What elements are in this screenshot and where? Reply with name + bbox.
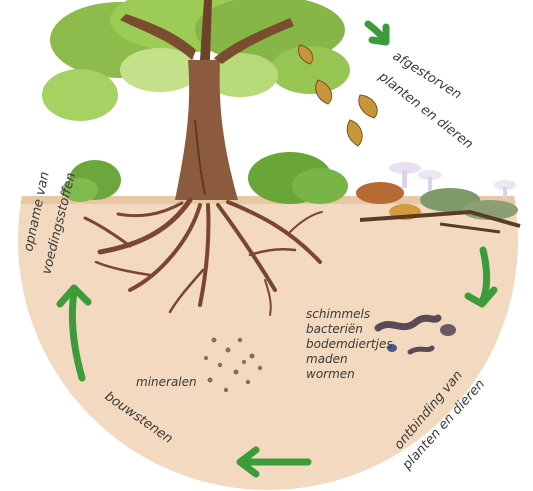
decomposer-item: bodemdiertjes: [306, 337, 393, 351]
arrow-top-right: [368, 24, 386, 42]
decomposer-item: wormen: [306, 367, 355, 381]
decomposer-item: maden: [306, 352, 348, 366]
decomposer-item: schimmels: [306, 307, 370, 321]
decomposer-item: bacteriën: [306, 322, 363, 336]
soil-layer: [0, 196, 533, 491]
label-minerals: mineralen: [136, 375, 197, 389]
